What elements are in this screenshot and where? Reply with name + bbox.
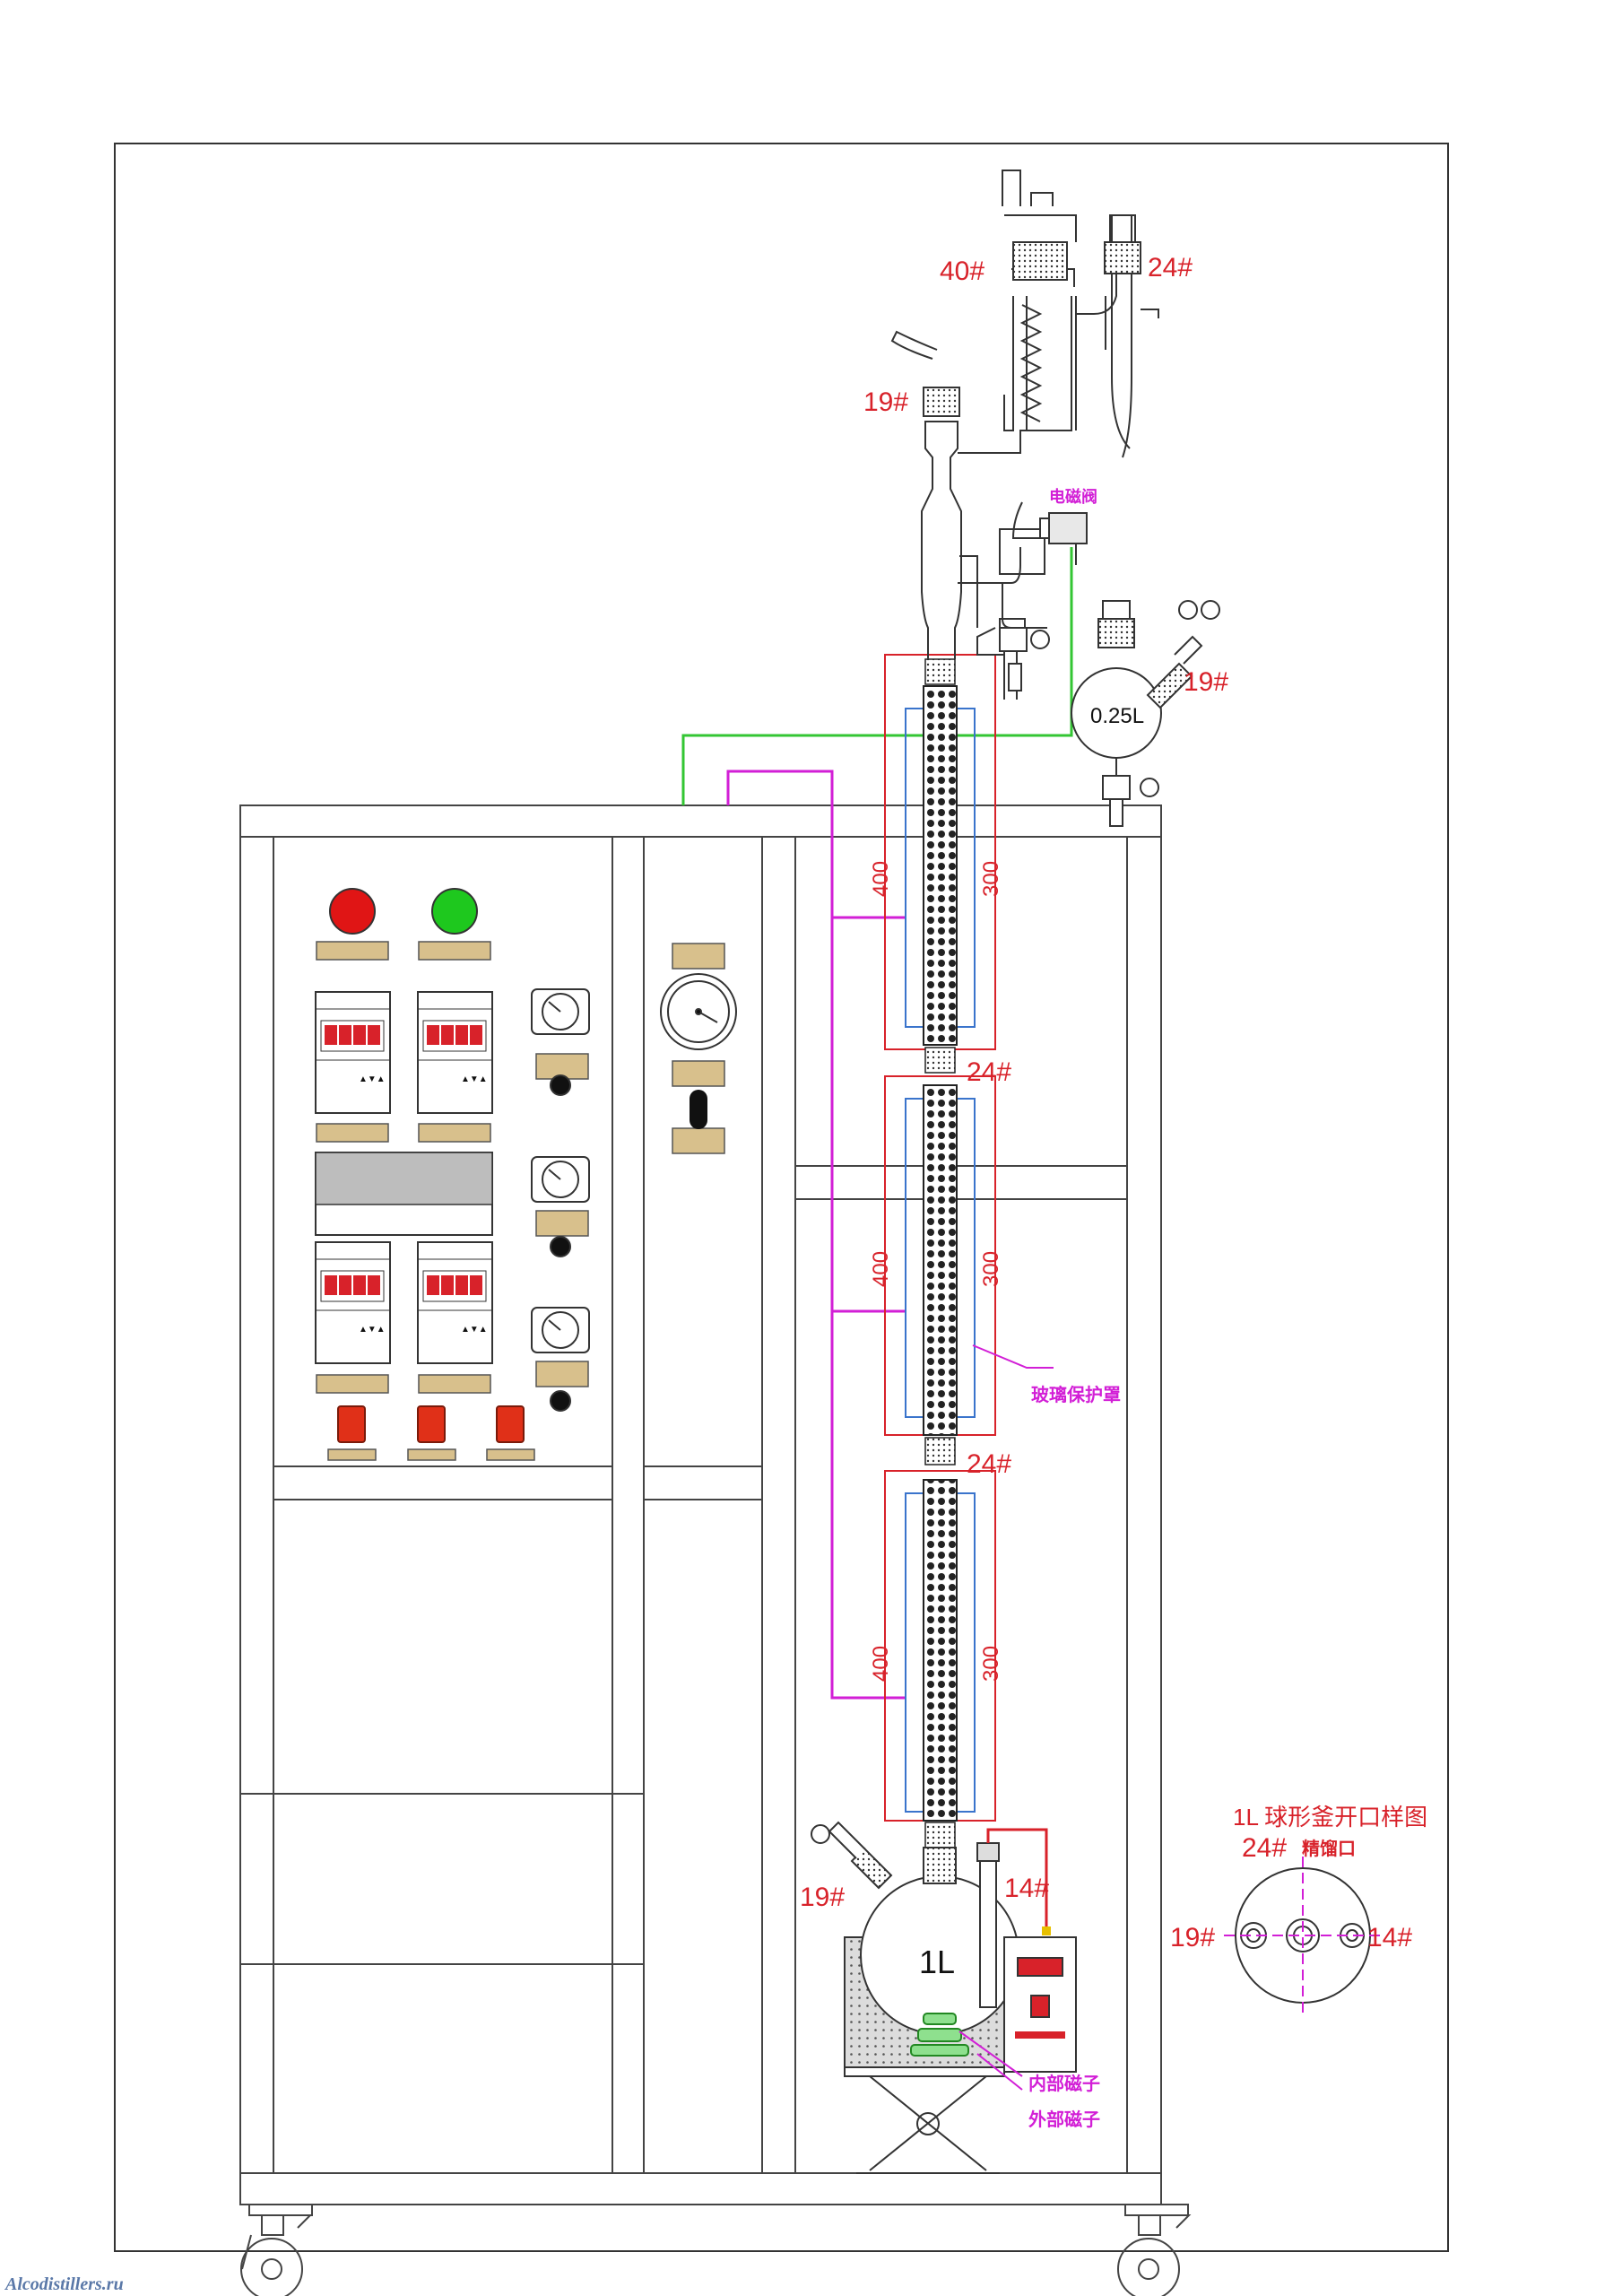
temperature-controller-2: ▲▼▲	[417, 991, 493, 1114]
label-section-3-outer: 400	[869, 1646, 893, 1682]
ammeter-3	[531, 1307, 590, 1412]
ammeter-2	[531, 1156, 590, 1257]
label-inner-stirrer: 内部磁子	[1028, 2073, 1100, 2094]
column-joints	[924, 658, 956, 1848]
svg-text:▲▼▲: ▲▼▲	[461, 1325, 488, 1335]
pressure-gauge	[660, 973, 737, 1050]
leader-lines	[958, 1344, 1054, 2091]
display-panel	[315, 1152, 493, 1236]
label-joint-24-top: 24#	[1148, 253, 1193, 283]
ammeter-1	[531, 988, 590, 1096]
caster-right	[1117, 2204, 1192, 2296]
label-joint-14-flask: 14#	[1004, 1874, 1049, 1903]
boiling-flask	[811, 1821, 1019, 2035]
label-section-1-inner: 300	[979, 861, 1003, 897]
label-section-2-outer: 400	[869, 1251, 893, 1287]
temperature-controller-1: ▲▼▲	[315, 991, 391, 1114]
label-solenoid-valve: 电磁阀	[1049, 487, 1097, 507]
distillation-head	[890, 170, 1159, 700]
indicator-lamp-red	[329, 888, 376, 935]
name-plates	[316, 941, 725, 1461]
receiver-flask	[1071, 600, 1220, 827]
svg-text:▲▼▲: ▲▼▲	[359, 1325, 386, 1335]
flask-opening-detail	[1224, 1857, 1381, 2013]
column-section-2	[884, 1075, 996, 1436]
label-detail-left: 19#	[1170, 1923, 1215, 1952]
control-cabinet	[239, 804, 1162, 2205]
regulator-knob	[690, 1090, 707, 1129]
label-detail-port: 精馏口	[1302, 1838, 1356, 1859]
caster-left	[240, 2204, 313, 2296]
svg-text:▲▼▲: ▲▼▲	[461, 1074, 488, 1084]
label-detail-size: 24#	[1242, 1833, 1287, 1863]
label-joint-19-flask: 19#	[800, 1883, 845, 1912]
heater-wire-taps	[832, 916, 906, 1313]
label-flask-volume: 1L	[919, 1944, 955, 1980]
label-joint-19-receiver: 19#	[1184, 667, 1228, 697]
temperature-controller-3: ▲▼▲	[315, 1241, 391, 1364]
label-receiver-volume: 0.25L	[1090, 704, 1144, 728]
solenoid-valve	[1039, 512, 1088, 544]
label-section-3-inner: 300	[979, 1646, 1003, 1682]
watermark: Alcodistillers.ru	[5, 2274, 124, 2294]
solenoid-wire	[681, 547, 1073, 805]
label-outer-stirrer: 外部磁子	[1028, 2109, 1100, 2130]
heater-controller	[1003, 1926, 1077, 2073]
label-glass-shield: 玻璃保护罩	[1031, 1384, 1121, 1405]
rocker-switches	[337, 1405, 525, 1443]
label-section-2-inner: 300	[979, 1251, 1003, 1287]
column-section-3	[884, 1470, 996, 1822]
svg-text:▲▼▲: ▲▼▲	[359, 1074, 386, 1084]
label-joint-24-mid2: 24#	[967, 1449, 1011, 1479]
label-detail-right: 14#	[1367, 1923, 1412, 1952]
lab-jack	[844, 2066, 1005, 2174]
indicator-lamp-green	[431, 888, 478, 935]
head-stopcock	[999, 627, 1050, 691]
label-detail-title: 1L 球形釜开口样图	[1233, 1804, 1427, 1831]
column-section-1	[884, 654, 996, 1050]
drawing-frame	[114, 143, 1449, 2252]
label-section-1-outer: 400	[869, 861, 893, 897]
label-joint-24-mid1: 24#	[967, 1057, 1011, 1087]
label-joint-40: 40#	[940, 257, 984, 286]
stirrer-bars	[910, 2013, 969, 2057]
temperature-controller-4: ▲▼▲	[417, 1241, 493, 1364]
label-joint-19-head: 19#	[863, 387, 908, 417]
heater-wire	[726, 770, 906, 1700]
thermocouple-wire	[986, 1828, 1048, 1926]
